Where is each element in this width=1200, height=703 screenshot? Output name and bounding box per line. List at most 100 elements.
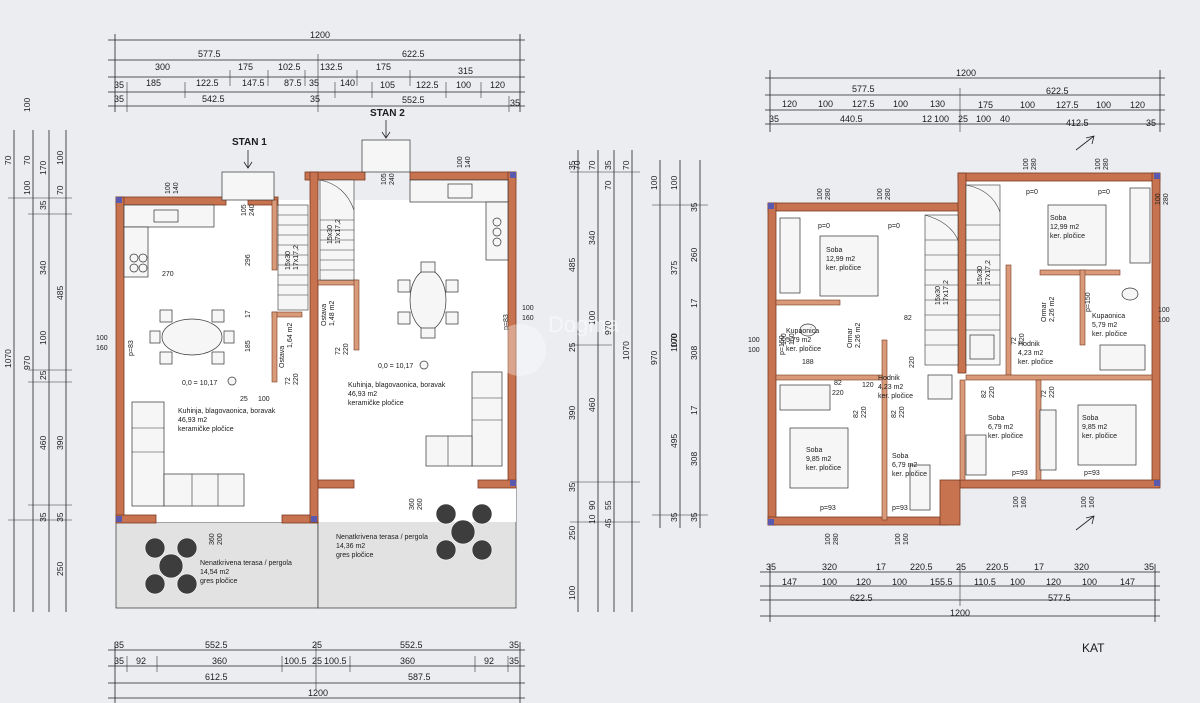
entrance-arrow-icon [381, 120, 391, 139]
stove-icon [129, 253, 139, 263]
terrace-chair-icon [471, 539, 493, 561]
dim-label: 120 [856, 577, 871, 587]
room-finish: ker. pločice [1018, 359, 1053, 366]
bed-icon [789, 427, 849, 489]
stairs-left [277, 204, 309, 311]
north-arrow-icon [1075, 135, 1095, 151]
dim-label: 1200 [310, 30, 330, 40]
watermark-logo: Dogma [494, 312, 620, 376]
dim-label: 35 [689, 512, 699, 522]
dim-label: 35 [567, 482, 577, 492]
dim-label: 375 [669, 261, 679, 275]
room-area: 46,93 m2 [348, 391, 377, 398]
inner-dim-label: 2,26 m2 [1049, 297, 1056, 322]
dim-label: 175 [376, 62, 391, 72]
room-label-bedroom-nw: Soba 12,99 m2 ker. pločice [826, 247, 861, 272]
dim-label: 440.5 [840, 114, 863, 124]
dim-label: 552.5 [402, 95, 425, 105]
dim-label: 35 [114, 80, 124, 90]
dim-label: 105 [380, 80, 395, 90]
dim-label: 260 [689, 248, 699, 262]
terrace-left [115, 521, 319, 609]
window-label: 100 [748, 347, 760, 354]
window-label: 260 [417, 498, 424, 510]
dim-label: 175 [978, 100, 993, 110]
dim-label: 92 [136, 656, 146, 666]
skylight-icon [927, 374, 953, 400]
ground-inner-labels: 270 296 185 17 25 100 p=83 p=83 72 220 7… [128, 219, 510, 403]
terrace-chair-icon [435, 503, 457, 525]
dim-label: 100 [893, 99, 908, 109]
dim-label: 612.5 [205, 672, 228, 682]
ground-left-dimensions: 70 1070 70 100 970 170 35 340 100 25 460… [3, 98, 72, 612]
window-label: 160 [903, 533, 910, 545]
window-label: 140 [465, 156, 472, 168]
dim-label: 552.5 [400, 640, 423, 650]
room-name: Nenatkrivena terasa / pergola [200, 560, 292, 567]
stairs-right [319, 179, 355, 281]
inner-dim-label: p=150 [779, 335, 786, 355]
window-label: 280 [1031, 158, 1038, 170]
window-label: 360 [409, 498, 416, 510]
dim-label: 100 [1010, 577, 1025, 587]
dim-label: 70 [3, 155, 13, 165]
inner-dim-label: p=93 [1012, 470, 1028, 477]
room-finish: ker. pločice [1050, 233, 1085, 240]
dim-label: 100 [567, 586, 577, 600]
inner-dim-label: 15x30 [327, 225, 334, 244]
window-label: 100 [895, 533, 902, 545]
stove-icon [492, 237, 502, 247]
dim-label: 390 [55, 436, 65, 450]
dim-label: 622.5 [1046, 86, 1069, 96]
inner-dim-label: 17x17,2 [293, 245, 300, 270]
stove-icon [492, 217, 502, 227]
window-label: 105 [241, 204, 248, 216]
inner-dim-label: 15x30 [977, 266, 984, 285]
inner-dim-label: 72 [285, 377, 292, 385]
bathtub-icon [1099, 344, 1146, 371]
dim-label: 250 [567, 526, 577, 540]
level-marker-icon [227, 376, 237, 386]
dim-label: 45 [603, 518, 613, 528]
dim-label: 140 [340, 78, 355, 88]
window-label: 280 [825, 188, 832, 200]
dim-label: 460 [38, 436, 48, 450]
window-label: 280 [833, 533, 840, 545]
room-area: 9,85 m2 [806, 456, 831, 463]
dim-label: 35 [114, 94, 124, 104]
room-label-hall-left: Hodnik 4,23 m2 ker. pločice [878, 375, 913, 400]
dim-label: 70 [572, 160, 582, 170]
dim-label: 308 [689, 346, 699, 360]
dim-label: 100 [669, 176, 679, 190]
dim-label: 970 [22, 356, 32, 370]
dim-label: 35 [114, 656, 124, 666]
room-label-small-room-left: Soba 6,79 m2 ker. pločice [892, 453, 927, 478]
stove-icon [138, 263, 148, 273]
window-label: 140 [173, 182, 180, 194]
upper-window-labels: 100 280 100 280 100 280 100 280 100 280 … [748, 158, 1170, 545]
room-finish: ker. pločice [1082, 433, 1117, 440]
dim-label: 175 [238, 62, 253, 72]
dim-label: 170 [38, 161, 48, 175]
dim-label: 35 [114, 640, 124, 650]
dim-label: 17 [689, 298, 699, 308]
room-area: 46,93 m2 [178, 417, 207, 424]
dim-label: 147 [1120, 577, 1135, 587]
inner-dim-label: 296 [245, 254, 252, 266]
dim-label: 55 [603, 500, 613, 510]
window-label: 100 [1158, 317, 1170, 324]
inner-dim-label: p=83 [503, 314, 510, 330]
room-name: Soba [806, 447, 822, 454]
dim-label: 35 [669, 512, 679, 522]
dim-label: 70 [621, 160, 631, 170]
upper-bottom-dimensions: 35 320 17 220.5 25 220.5 17 320 35 147 1… [760, 562, 1160, 622]
room-label-bath-right: Kupaonica 5,79 m2 ker. pločice [1092, 313, 1127, 338]
window-label: 240 [249, 204, 256, 216]
inner-dim-label: 220 [1049, 386, 1056, 398]
dim-label: 90 [587, 500, 597, 510]
inner-dim-label: 1,64 m2 [287, 323, 294, 348]
room-finish: ker. pločice [826, 265, 861, 272]
wardrobe-icon [779, 217, 801, 294]
window-label: 280 [885, 188, 892, 200]
dim-label: 120 [782, 99, 797, 109]
